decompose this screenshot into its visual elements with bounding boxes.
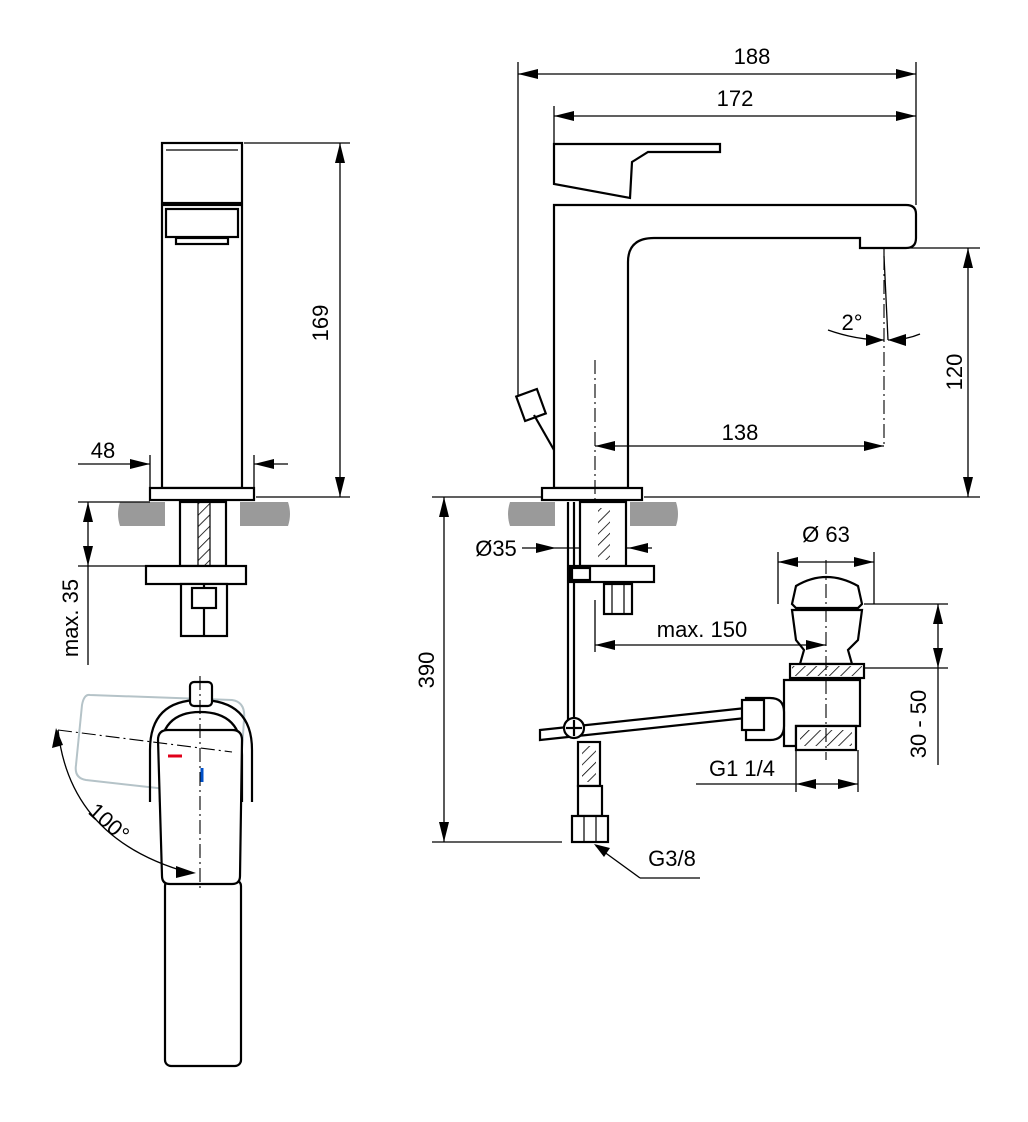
- angle-100-label: 100°: [84, 798, 135, 847]
- top-view: 100°: [52, 676, 254, 1068]
- dim-max150-label: max. 150: [657, 617, 748, 642]
- dim-390-label: 390: [414, 652, 439, 689]
- dim-120-label: 120: [942, 354, 967, 391]
- dim-172-label: 172: [717, 86, 754, 111]
- dim-2deg-label: 2°: [841, 310, 862, 335]
- dim-dia35-label: Ø35: [475, 536, 517, 561]
- dim-30-50-label: 30 - 50: [906, 690, 931, 759]
- dim-138-label: 138: [722, 420, 759, 445]
- dim-188-label: 188: [734, 44, 771, 69]
- dim-max35-label: max. 35: [58, 579, 83, 657]
- dim-g114-label: G1 1/4: [709, 756, 775, 781]
- front-view: 169 48 max. 35: [58, 141, 350, 665]
- side-view: 188 172 2° 120 138 390: [414, 44, 980, 879]
- dim-169-label: 169: [308, 305, 333, 342]
- dim-g38-label: G3/8: [648, 846, 696, 871]
- dim-48-label: 48: [91, 438, 115, 463]
- dim-dia63-label: Ø 63: [802, 522, 850, 547]
